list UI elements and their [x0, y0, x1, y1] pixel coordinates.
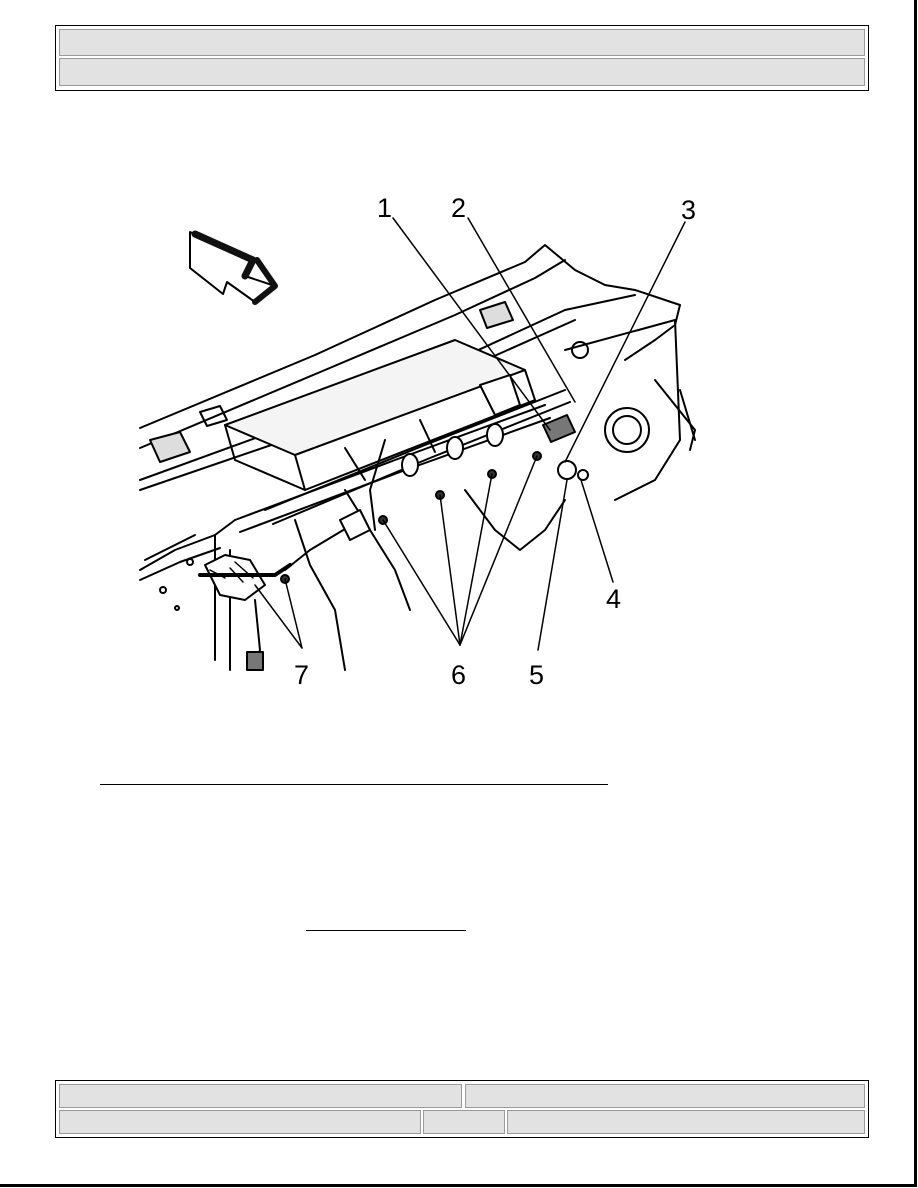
callout-6: 6: [451, 660, 467, 690]
footer-cell-right-top: [465, 1084, 865, 1108]
page-header: [55, 25, 869, 91]
callout-7-leader-b: [284, 578, 303, 649]
footer-cell-right-bottom: [507, 1110, 865, 1134]
callout-3-leader: [564, 221, 686, 463]
callout-7: 7: [294, 660, 310, 690]
footer-cell-left-bottom: [59, 1110, 421, 1134]
callout-6-leader-a: [382, 519, 461, 646]
component-locator-figure: 1 2 3 4 5 6 7: [135, 190, 710, 690]
callout-1-leader: [392, 217, 551, 431]
footer-cell-middle-bottom: [423, 1110, 505, 1134]
callout-4-leader: [580, 479, 614, 583]
callout-2: 2: [451, 193, 467, 223]
header-title-bar: [59, 29, 865, 56]
callout-7-leader-a: [254, 584, 303, 649]
callout-5-leader: [537, 479, 568, 651]
callout-4: 4: [606, 584, 622, 614]
callout-2-leader: [467, 217, 576, 403]
page-footer: [55, 1080, 869, 1138]
caption-rule: [100, 784, 608, 785]
callout-5: 5: [529, 660, 545, 690]
callout-1: 1: [377, 193, 393, 223]
forward-arrow-icon: [189, 230, 278, 305]
header-subtitle-bar: [59, 58, 865, 86]
callout-6-leader-c: [459, 473, 493, 646]
callout-6-leader-d: [459, 455, 538, 646]
callout-3: 3: [681, 195, 697, 225]
callout-6-leader-b: [439, 494, 461, 646]
footer-cell-left-top: [59, 1084, 462, 1108]
dash-panel-drawing: [139, 217, 696, 671]
link-underline[interactable]: [306, 930, 466, 931]
